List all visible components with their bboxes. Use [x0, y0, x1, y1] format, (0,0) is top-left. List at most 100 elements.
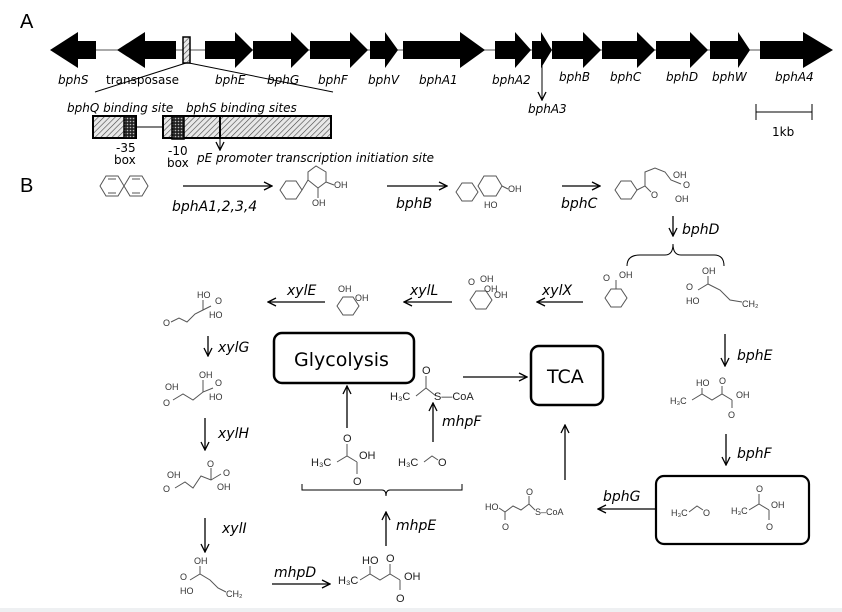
compound-hydroxymuconate: OH O OH O HO	[163, 370, 223, 408]
svg-text:OH: OH	[404, 571, 421, 583]
svg-text:HO: HO	[197, 290, 211, 300]
svg-text:OH: OH	[480, 274, 494, 284]
svg-text:O: O	[207, 459, 214, 469]
svg-text:OH: OH	[355, 293, 369, 303]
gene-arrow-bphW	[710, 32, 750, 68]
svg-text:O: O	[353, 476, 362, 488]
gene-arrow-bphA1	[403, 32, 485, 68]
panel-label-b: B	[20, 175, 33, 197]
svg-text:OH: OH	[736, 390, 750, 400]
svg-text:HO: HO	[209, 310, 223, 320]
gene-label: bphW	[712, 70, 748, 84]
compound-dihydroxybiphenyl: OH HO	[455, 175, 522, 210]
svg-text:H₃C: H₃C	[398, 457, 418, 469]
svg-text:OH: OH	[484, 284, 498, 294]
svg-text:H₃C: H₃C	[670, 396, 687, 406]
svg-text:H₃C: H₃C	[390, 391, 410, 403]
svg-text:HO: HO	[696, 378, 710, 388]
tca-label: TCA	[546, 366, 584, 388]
compound-hydroxymuconic-semialdehyde: O HO O HO	[163, 290, 223, 328]
enzyme-xylH: xylH	[217, 426, 249, 442]
svg-text:O: O	[163, 398, 170, 408]
glycolysis-label: Glycolysis	[294, 349, 389, 371]
compound-acetaldehyde-box: H₃C O	[671, 505, 710, 518]
bphF-products-box: H₃C O H₃C O OH O	[654, 474, 811, 546]
promoter-detail: bphQ binding site bphS binding sites -35…	[67, 101, 434, 170]
svg-text:OH: OH	[334, 180, 348, 190]
svg-text:O: O	[422, 365, 431, 377]
svg-text:HO: HO	[209, 392, 223, 402]
svg-text:H₃C: H₃C	[338, 575, 358, 587]
gene-label: bphD	[666, 70, 698, 84]
compound-hydroxyoxovalerate-bottom: H₃C HO O OH O	[338, 553, 421, 605]
compound-benzoate: O OH	[603, 270, 633, 308]
gene-label: bphB	[559, 70, 590, 84]
svg-text:OH: OH	[771, 500, 785, 510]
gene-arrows	[50, 32, 833, 68]
svg-text:O: O	[719, 376, 726, 386]
svg-text:HO: HO	[485, 502, 499, 512]
panel-label-a: A	[20, 11, 34, 33]
gene-arrow-bphB	[552, 32, 601, 68]
enzyme-mhpF: mhpF	[442, 414, 482, 430]
svg-text:OH: OH	[312, 198, 326, 208]
bphS-binding-sites-label: bphS binding sites	[186, 101, 297, 115]
svg-text:H₃C: H₃C	[311, 457, 331, 469]
gene-label: bphA4	[775, 70, 814, 84]
svg-text:O: O	[343, 433, 352, 445]
gene-label: bphA1	[419, 73, 458, 87]
gene-arrow-bphS	[50, 32, 96, 68]
svg-text:O: O	[728, 410, 735, 420]
svg-text:O: O	[756, 484, 763, 494]
svg-text:O: O	[651, 190, 658, 200]
scale-bar-label: 1kb	[772, 125, 794, 139]
minus35-box	[123, 115, 137, 139]
gene-arrow-transposase	[117, 32, 176, 68]
gene-label: bphV	[368, 73, 400, 87]
svg-text:O: O	[438, 457, 447, 469]
split-brace-bphD	[626, 243, 725, 267]
svg-text:O: O	[223, 468, 230, 478]
zoom-line-right	[188, 62, 334, 93]
svg-text:H₃C: H₃C	[731, 506, 748, 516]
enzyme-mhpD: mhpD	[274, 565, 316, 581]
minus35-box-label: box	[114, 153, 136, 167]
svg-text:OH: OH	[167, 470, 181, 480]
gene-label: bphA3	[528, 102, 567, 116]
footer-bar	[0, 608, 842, 612]
svg-text:OH: OH	[217, 482, 231, 492]
gene-arrow-bphF	[310, 32, 368, 68]
svg-text:O: O	[603, 273, 610, 283]
svg-text:HO: HO	[362, 555, 379, 567]
compound-hydroxypentadienoate-left: OH O HO CH₂	[180, 556, 243, 599]
enzyme-bphD: bphD	[682, 222, 720, 238]
bphS-binding-box	[162, 115, 332, 139]
svg-text:O: O	[468, 277, 475, 287]
svg-text:OH: OH	[675, 194, 689, 204]
compound-hydroxyoxovalerate-right: H₃C HO O OH O	[670, 376, 750, 420]
minus10-box	[171, 115, 185, 140]
compound-hydroxypentadienoate: OH O HO CH₂	[686, 266, 759, 309]
scale-bar: 1kb	[755, 104, 813, 139]
svg-text:O: O	[686, 282, 693, 292]
enzyme-bphG: bphG	[603, 489, 641, 505]
svg-text:O: O	[386, 553, 395, 565]
svg-text:OH: OH	[165, 382, 179, 392]
svg-text:S—CoA: S—CoA	[434, 391, 474, 403]
compound-pyruvate-box: H₃C O OH O	[731, 484, 785, 532]
svg-text:O: O	[163, 318, 170, 328]
svg-text:O: O	[502, 522, 509, 532]
compound-benzoate-diol: O OH OH OH	[468, 274, 508, 310]
gene-labels: bphS transposase bphE bphG bphF bphV bph…	[58, 70, 814, 116]
svg-text:O: O	[163, 484, 170, 494]
svg-text:CH₂: CH₂	[742, 299, 759, 309]
minus10-label: -10	[168, 144, 188, 158]
compound-hopda: O OH O OH	[614, 167, 690, 204]
svg-text:H₃C: H₃C	[671, 508, 688, 518]
gene-arrow-bphE	[205, 32, 253, 68]
svg-text:HO: HO	[484, 200, 498, 210]
compound-acetyl-coa: H₃C O S—CoA	[390, 365, 474, 403]
gene-label: bphE	[215, 73, 246, 87]
svg-text:O: O	[180, 572, 187, 582]
